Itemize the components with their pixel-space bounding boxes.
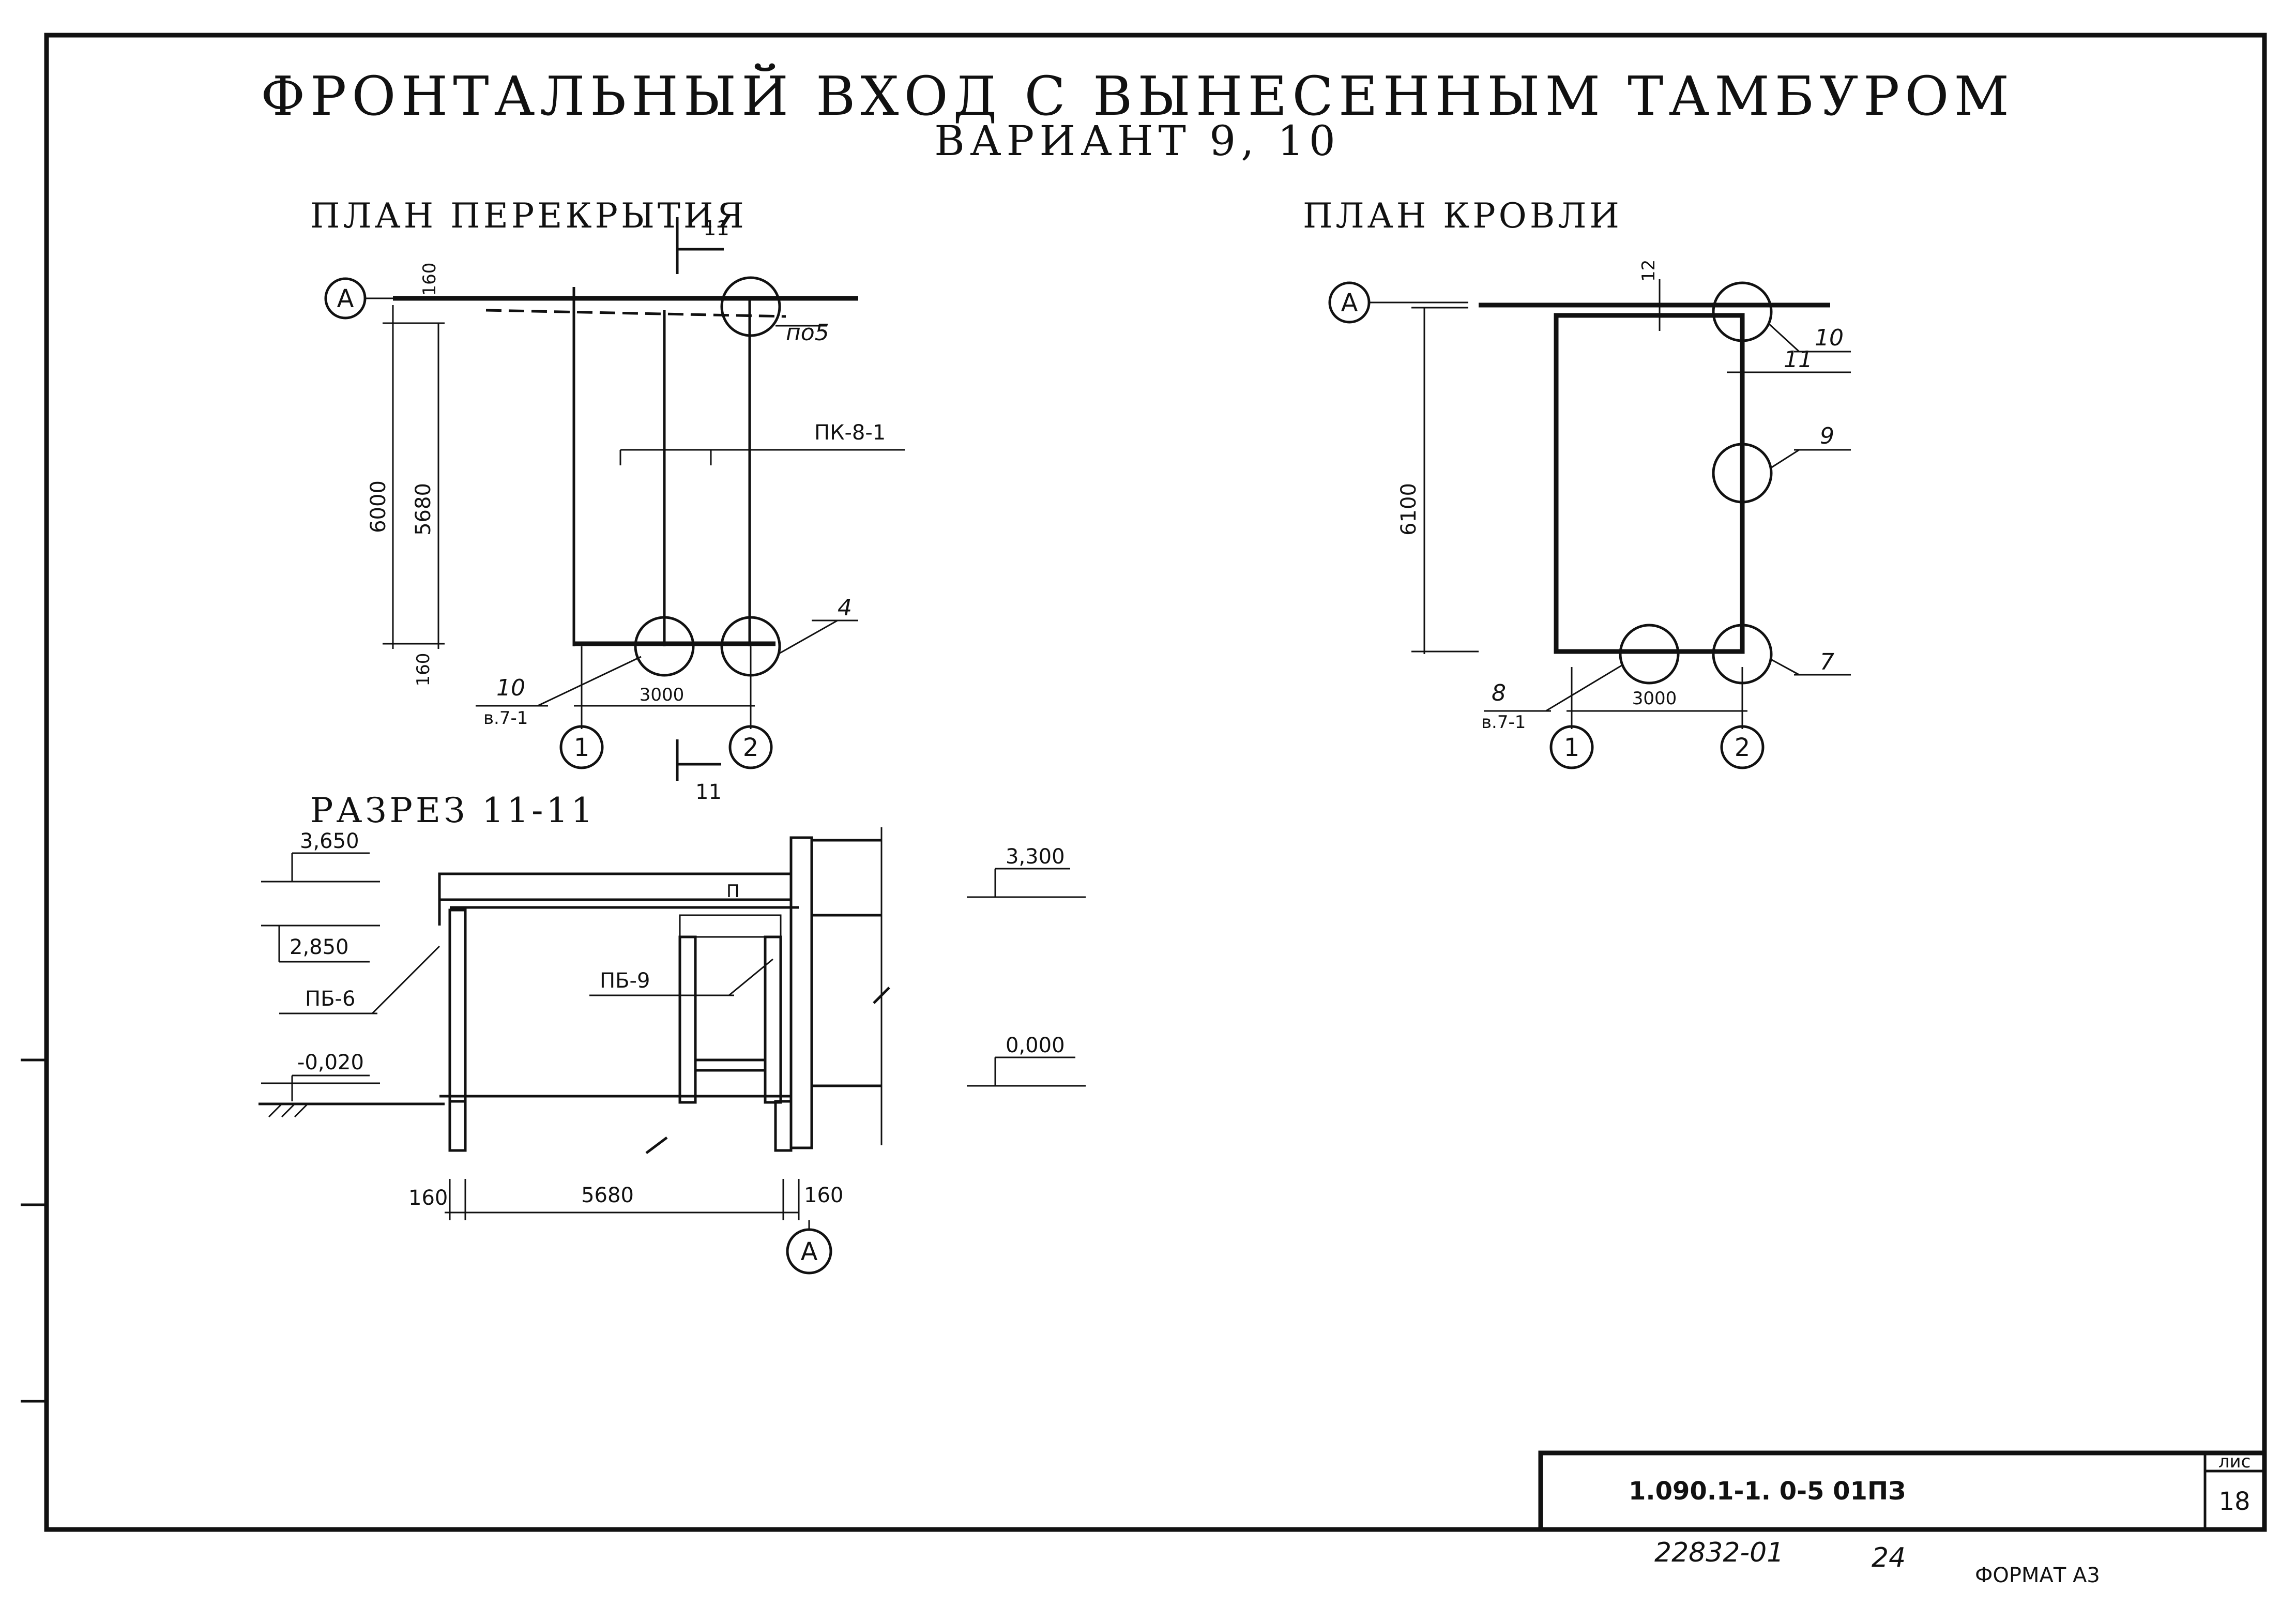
section-axis-a: А — [801, 1237, 818, 1266]
roof-node-10: 10 — [1815, 325, 1844, 351]
floor-dim-5680: 5680 — [412, 483, 435, 536]
floor-dim-160-top: 160 — [419, 263, 440, 296]
roof-axis-a: А — [1341, 289, 1358, 317]
drawing-title: ФРОНТАЛЬНЫЙ ВХОД С ВЫНЕСЕННЫМ ТАМБУРОМ — [261, 63, 2014, 128]
roof-dim-6100: 6100 — [1397, 483, 1421, 536]
floor-axis-1: 1 — [574, 733, 590, 762]
footer-page: 24 — [1872, 1542, 1906, 1573]
floor-plan-heading: ПЛАН ПЕРЕКРЫТИЯ — [310, 196, 747, 236]
title-block: 1.090.1-1. 0-5 01ПЗ лис 18 — [1538, 1450, 2267, 1532]
footer-inv: 22832-01 — [1654, 1537, 1784, 1568]
stamp-sheet-label: лис — [2218, 1451, 2251, 1472]
floor-node-4: 4 — [838, 595, 852, 621]
stamp-code: 1.090.1-1. 0-5 01ПЗ — [1629, 1477, 1906, 1506]
roof-dim-3000: 3000 — [1632, 688, 1677, 709]
section-dim-160a: 160 — [408, 1186, 448, 1210]
level-3300: 3,300 — [1006, 845, 1065, 869]
floor-section-mark-top: 11 — [703, 217, 729, 240]
level-0000: 0,000 — [1006, 1034, 1065, 1057]
floor-pk-label: ПК-8-1 — [814, 421, 886, 445]
roof-plan-heading: ПЛАН КРОВЛИ — [1303, 196, 1622, 236]
roof-axis-1: 1 — [1564, 733, 1580, 762]
section-view: РАЗРЕЗ 11-11 3,650 2,850 -0,020 3,300 0,… — [259, 791, 1086, 1275]
roof-axis-2: 2 — [1735, 733, 1751, 762]
section-pb6-label: ПБ-6 — [305, 987, 355, 1011]
floor-axis-2: 2 — [743, 733, 759, 762]
section-p-label: П — [726, 881, 740, 902]
section-dim-160b: 160 — [804, 1184, 843, 1207]
floor-section-mark-bottom: 11 — [695, 780, 722, 804]
roof-node-8-sheet: в.7-1 — [1481, 712, 1526, 733]
footer-format: ФОРМАТ А3 — [1975, 1564, 2100, 1587]
roof-node-11: 11 — [1784, 346, 1813, 373]
roof-plan: ПЛАН КРОВЛИ А 12 10 11 9 7 8 в.7-1 6100 — [1303, 196, 1851, 769]
section-heading: РАЗРЕЗ 11-11 — [310, 791, 596, 830]
floor-node-10: 10 — [496, 675, 525, 701]
floor-axis-a: А — [337, 284, 354, 313]
floor-plan: ПЛАН ПЕРЕКРЫТИЯ 11 А по5 ПК-8-1 4 1 — [310, 196, 905, 804]
level-minus-0020: -0,020 — [297, 1051, 364, 1074]
drawing-subtitle: ВАРИАНТ 9, 10 — [934, 117, 1341, 165]
section-dim-5680: 5680 — [581, 1184, 634, 1207]
roof-node-9: 9 — [1820, 423, 1834, 449]
floor-node-5: по5 — [786, 320, 829, 346]
level-3650: 3,650 — [300, 829, 359, 853]
roof-dim-12: 12 — [1638, 260, 1659, 282]
level-2850: 2,850 — [290, 935, 349, 959]
sheet-frame — [21, 33, 2267, 1532]
floor-dim-3000: 3000 — [640, 685, 685, 705]
floor-node-10-sheet: в.7-1 — [483, 708, 528, 729]
roof-node-7: 7 — [1820, 649, 1834, 675]
roof-node-8: 8 — [1492, 680, 1506, 706]
stamp-sheet-no: 18 — [2218, 1487, 2250, 1516]
section-pb9-label: ПБ-9 — [600, 969, 650, 993]
floor-dim-6000: 6000 — [367, 480, 390, 533]
floor-dim-160-bottom: 160 — [413, 653, 434, 687]
